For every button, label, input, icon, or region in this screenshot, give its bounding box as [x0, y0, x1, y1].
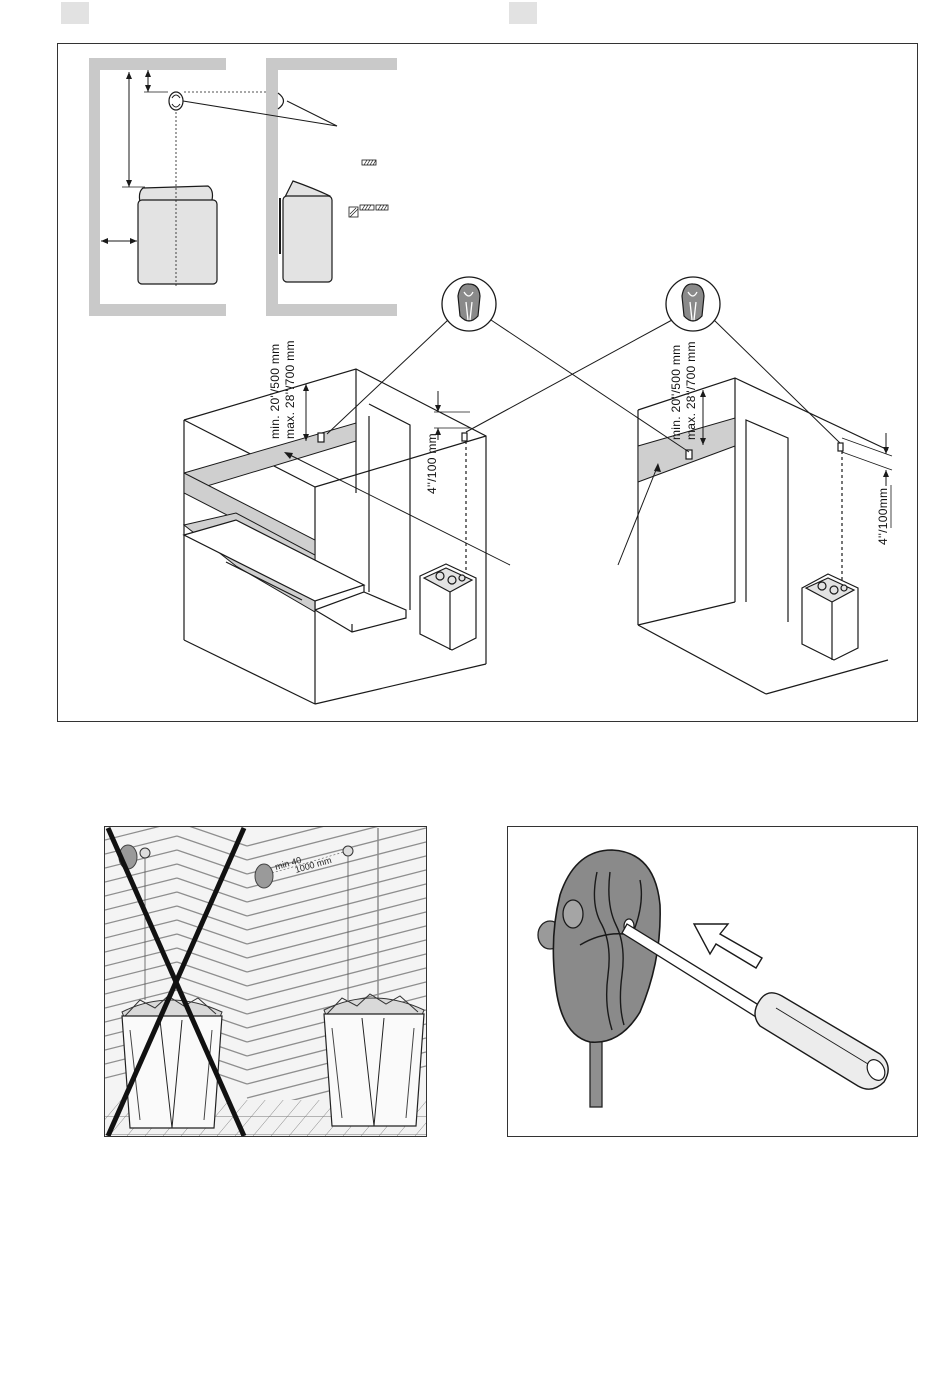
right-room-max-label: max. 28''/700 mm — [684, 341, 698, 440]
right-room-min-label: min. 20''/500 mm — [669, 345, 683, 440]
left-room-offset-label: 4''/100 mm — [425, 433, 439, 494]
right-room-offset-label: 4''/100mm — [876, 488, 890, 545]
plan-view-front — [89, 58, 282, 316]
room-view-right — [618, 378, 892, 694]
left-room-min-label: min. 20''/500 mm — [268, 344, 282, 439]
left-room-max-label: max. 28''/700 mm — [283, 340, 297, 439]
placement-photo-panel — [104, 826, 427, 1137]
sensor-placement-drawing: min. 20''/500 mm max. 28''/700 mm 4''/10… — [0, 0, 950, 740]
room-view-left — [184, 369, 510, 704]
sensor-callout-right — [466, 277, 840, 443]
sensor-opening-panel — [507, 826, 918, 1137]
